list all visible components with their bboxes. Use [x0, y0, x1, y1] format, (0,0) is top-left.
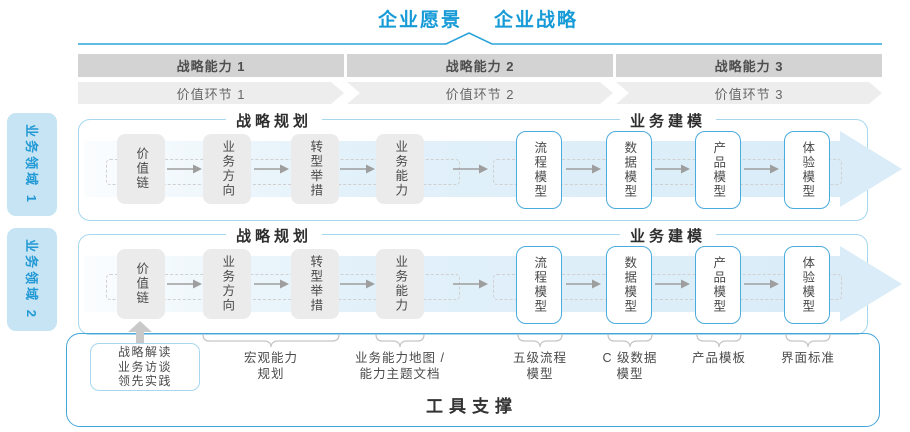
box-process-model-2: 流程模型 [516, 246, 562, 324]
vision-pointer-line [78, 32, 882, 45]
business-domain-label-1: 业务领域 1 [7, 113, 57, 216]
box-business-direction-1: 业务方向 [203, 134, 251, 204]
annotation-macro-capability: 宏观能力规划 [243, 351, 298, 381]
tool-support-container [66, 333, 880, 427]
business-domain-label-2: 业务领域 2 [7, 228, 57, 331]
note-line: 战略解读 [117, 345, 172, 360]
annotation-process-model: 五级流程模型 [512, 351, 567, 381]
box-process-model-1: 流程模型 [516, 131, 562, 209]
box-product-model-1: 产品模型 [695, 131, 741, 209]
business-domain-label-1-text: 业务领域 1 [23, 124, 39, 205]
section-header-planning-1: 战略规划 [225, 110, 323, 131]
box-data-model-1: 数据模型 [606, 131, 652, 209]
business-domain-label-2-text: 业务领域 2 [23, 239, 39, 320]
value-link-chevron-3: 价值环节 3 [616, 82, 882, 104]
box-transformation-initiatives-2: 转型举措 [291, 249, 339, 319]
capability-bar-3: 战略能力 3 [616, 54, 882, 77]
box-business-capability-2: 业务能力 [376, 249, 424, 319]
page-title: 企业愿景 企业战略 [46, 5, 910, 33]
box-value-chain-2: 价值链 [117, 249, 165, 319]
capability-bar-1: 战略能力 1 [78, 54, 344, 77]
box-business-direction-2: 业务方向 [203, 249, 251, 319]
annotation-product-template: 产品模板 [691, 351, 746, 365]
box-experience-model-2: 体验模型 [784, 246, 830, 324]
vision-title: 企业愿景 [377, 10, 462, 31]
section-header-modeling-2: 业务建模 [619, 225, 717, 246]
note-line: 业务访谈 [117, 359, 172, 374]
capability-bar-2: 战略能力 2 [347, 54, 613, 77]
box-transformation-initiatives-1: 转型举措 [291, 134, 339, 204]
box-experience-model-1: 体验模型 [784, 131, 830, 209]
value-link-chevron-2: 价值环节 2 [347, 82, 613, 104]
box-value-chain-1: 价值链 [117, 134, 165, 204]
value-link-chevron-1: 价值环节 1 [78, 82, 344, 104]
box-business-capability-1: 业务能力 [376, 134, 424, 204]
annotation-capability-map: 业务能力地图 /能力主题文档 [355, 351, 445, 381]
strategy-input-note-box: 战略解读 业务访谈 领先实践 [90, 343, 200, 391]
section-header-planning-2: 战略规划 [225, 225, 323, 246]
note-line: 领先实践 [117, 374, 172, 389]
box-product-model-2: 产品模型 [695, 246, 741, 324]
strategy-title: 企业战略 [494, 10, 579, 31]
section-header-modeling-1: 业务建模 [619, 110, 717, 131]
annotation-data-model: C 级数据模型 [602, 351, 658, 381]
tool-support-label: 工具支撑 [426, 397, 518, 416]
box-data-model-2: 数据模型 [606, 246, 652, 324]
annotation-ui-standard: 界面标准 [780, 351, 835, 365]
